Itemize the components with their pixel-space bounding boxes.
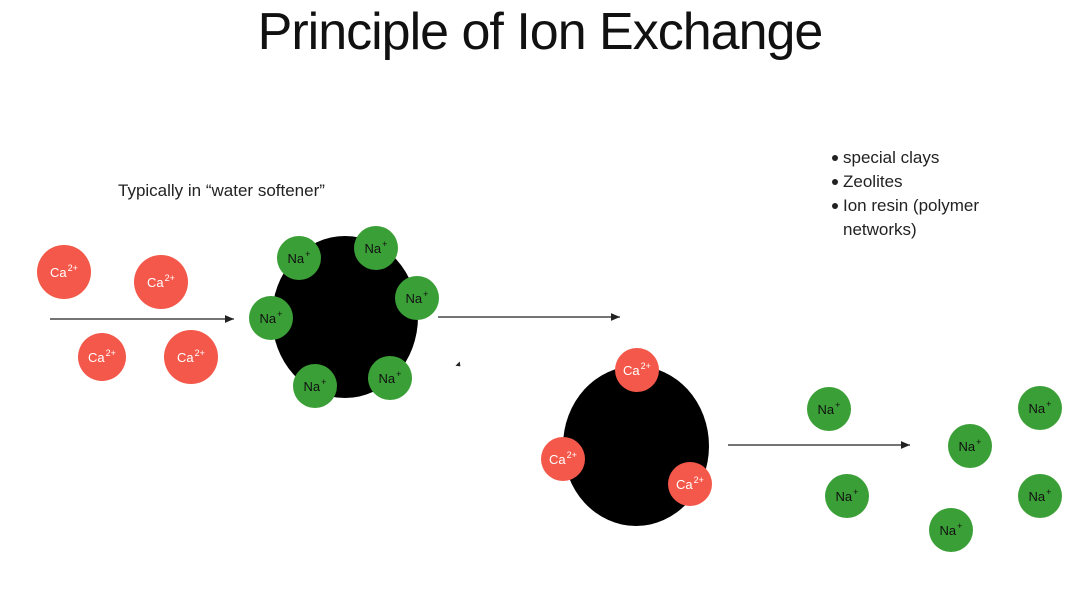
sodium-ion: Na+	[948, 424, 992, 468]
sodium-ion: Na+	[825, 474, 869, 518]
sodium-ion: Na+	[1018, 474, 1062, 518]
water-softener-caption: Typically in “water softener”	[118, 181, 325, 200]
sodium-ion: Na+	[395, 276, 439, 320]
sodium-ion: Na+	[807, 387, 851, 431]
slide-title: Principle of Ion Exchange	[257, 3, 824, 61]
list-item: Zeolites	[832, 170, 1032, 194]
sodium-ion: Na+	[277, 236, 321, 280]
sodium-ion: Na+	[929, 508, 973, 552]
list-item: special clays	[832, 146, 1032, 170]
sodium-ion: Na+	[1018, 386, 1062, 430]
sodium-ion: Na+	[354, 226, 398, 270]
sodium-ion: Na+	[249, 296, 293, 340]
exchange-materials-list: special clays Zeolites Ion resin (polyme…	[832, 146, 1032, 242]
sodium-ion: Na+	[293, 364, 337, 408]
sodium-ion: Na+	[368, 356, 412, 400]
list-item: Ion resin (polymer networks)	[832, 194, 983, 242]
